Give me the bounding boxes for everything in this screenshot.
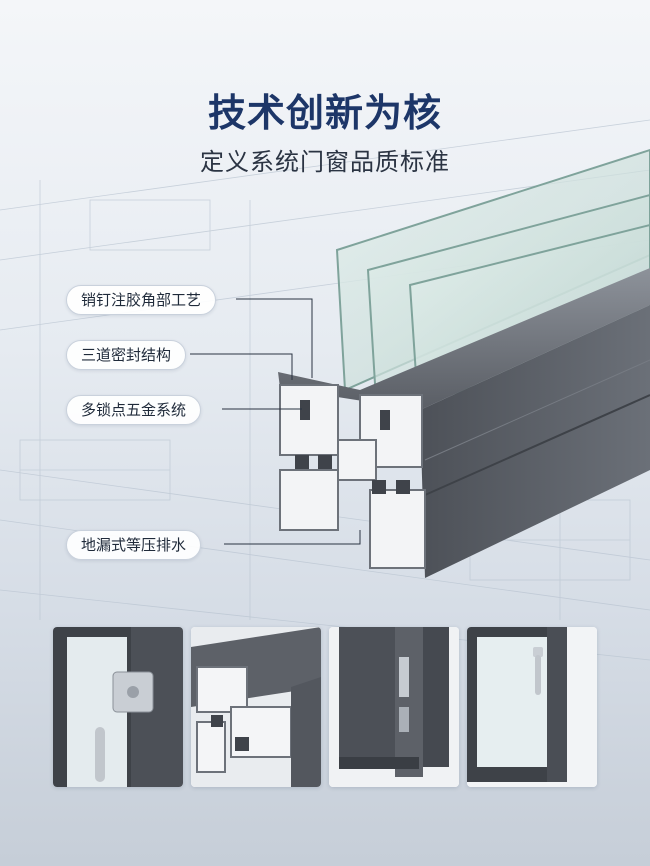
detail-thumbnail-lock[interactable]	[329, 627, 459, 787]
lock-hardware-detail-icon	[329, 627, 459, 787]
callout-drainage: 地漏式等压排水	[66, 530, 202, 560]
detail-thumbnail-hinge[interactable]	[53, 627, 183, 787]
detail-thumbnail-handle[interactable]	[467, 627, 597, 787]
callout-triple-seal: 三道密封结构	[66, 340, 187, 370]
profile-section-detail-icon	[191, 627, 321, 787]
callout-corner-process: 销钉注胶角部工艺	[66, 285, 217, 315]
page-subtitle: 定义系统门窗品质标准	[200, 148, 450, 176]
detail-thumbnail-profile[interactable]	[191, 627, 321, 787]
window-handle-detail-icon	[467, 627, 597, 787]
hinge-detail-icon	[53, 627, 183, 787]
window-profile-cross-section-icon	[190, 148, 650, 578]
callout-multi-lock: 多锁点五金系统	[66, 395, 202, 425]
page-title: 技术创新为核	[207, 91, 442, 135]
